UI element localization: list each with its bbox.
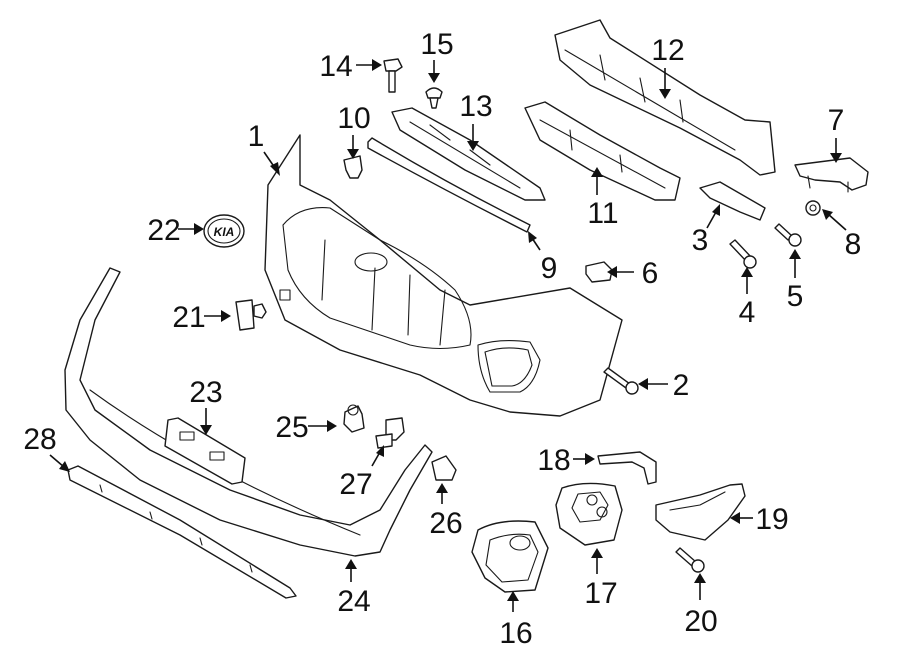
side-bracket-7-part [794,157,869,193]
clip-6-part [585,261,613,283]
callout-16: 16 [499,617,532,650]
license-plate-bracket-23-part [164,417,246,485]
bumper-cover-part [264,134,623,417]
retainer-27-part [375,417,405,449]
upper-bracket-13-part [391,107,546,201]
callout-7: 7 [828,104,845,137]
side-molding-19-part [655,483,746,541]
callout-19: 19 [755,503,788,536]
fog-lamp-bezel-16-part [471,520,549,593]
callout-9: 9 [541,252,558,285]
callout-21: 21 [172,301,205,334]
reinforcement-11-part [524,101,681,201]
bolt-8-part [805,200,821,216]
bolt-14-part [383,58,403,93]
callout-27: 27 [339,468,372,501]
callout-2: 2 [673,369,690,402]
callout-22: 22 [147,214,180,247]
bolt-4-part [729,239,757,269]
callout-1: 1 [248,120,265,153]
screw-2-part [603,367,639,395]
callout-11: 11 [587,197,618,230]
clip-21-part [235,299,267,331]
callout-18: 18 [537,444,570,477]
bolt-20-part [675,547,705,573]
callout-25: 25 [275,411,308,444]
callout-3: 3 [692,224,709,257]
leader-lines [49,59,847,612]
bracket-18-part [597,451,657,485]
bracket-3-part [699,181,766,221]
callout-14: 14 [319,50,352,83]
lower-strip-28-part [67,465,297,599]
callout-4: 4 [739,296,756,329]
molding-9-part [367,137,531,233]
callout-28: 28 [23,423,56,456]
callout-6: 6 [642,257,659,290]
fog-lamp-17-part [555,482,623,546]
retainer-26-part [431,455,457,481]
callout-8: 8 [845,228,862,261]
callout-26: 26 [429,507,462,540]
callout-13: 13 [459,90,492,123]
emblem-part: KIA [203,214,245,248]
bolt-5-part [774,223,802,247]
callout-5: 5 [787,280,804,313]
emblem-logo-text: KIA [214,225,235,239]
sensor-25-part [343,404,365,433]
callout-23: 23 [189,376,222,409]
callout-20: 20 [684,605,717,638]
callout-labels: 1 2 3 4 5 6 7 8 9 10 11 12 13 14 15 16 1… [23,28,861,650]
callout-17: 17 [584,577,617,610]
callout-12: 12 [651,34,684,67]
clip-10-part [343,155,363,179]
callout-24: 24 [337,585,370,618]
push-clip-15-part [425,87,443,109]
callout-10: 10 [337,102,370,135]
callout-15: 15 [420,28,453,61]
